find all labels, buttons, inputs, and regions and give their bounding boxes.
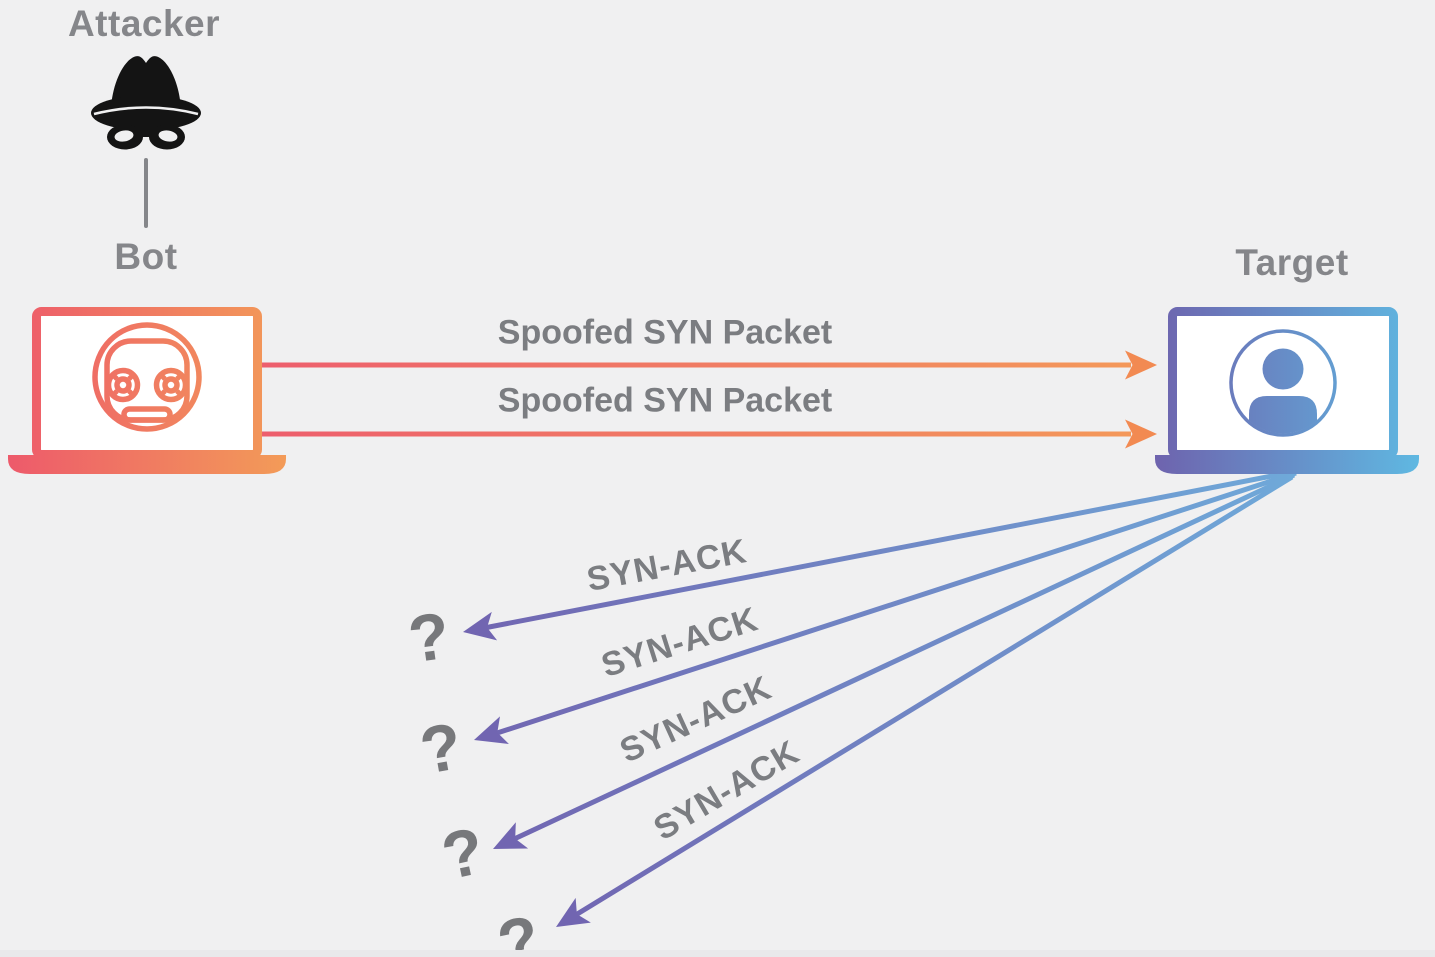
attacker-label: Attacker bbox=[67, 3, 221, 44]
syn-packet-arrow-1 bbox=[262, 350, 1157, 380]
syn-packet-label-1: Spoofed SYN Packet bbox=[497, 313, 833, 352]
bot-label: Bot bbox=[114, 236, 178, 277]
syn-ack-arrow-3 bbox=[493, 472, 1296, 849]
laptop-base bbox=[1155, 455, 1419, 474]
robot-face-icon bbox=[92, 322, 202, 432]
syn-packet-arrow-2 bbox=[262, 419, 1157, 449]
bottom-edge-strip bbox=[0, 950, 1435, 957]
syn-ack-arrow-2 bbox=[474, 470, 1297, 744]
robot-laptop-icon bbox=[8, 307, 286, 474]
syn-ack-arrow-4 bbox=[556, 474, 1294, 927]
syn-packet-label-2: Spoofed SYN Packet bbox=[497, 381, 833, 420]
attacker-bot-connector bbox=[144, 158, 148, 228]
syn-ack-arrow-1 bbox=[463, 468, 1299, 641]
target-label: Target bbox=[1235, 242, 1349, 283]
spy-icon bbox=[91, 56, 201, 150]
laptop-base bbox=[8, 455, 286, 474]
user-laptop-icon bbox=[1155, 307, 1419, 474]
user-icon bbox=[1229, 329, 1337, 437]
